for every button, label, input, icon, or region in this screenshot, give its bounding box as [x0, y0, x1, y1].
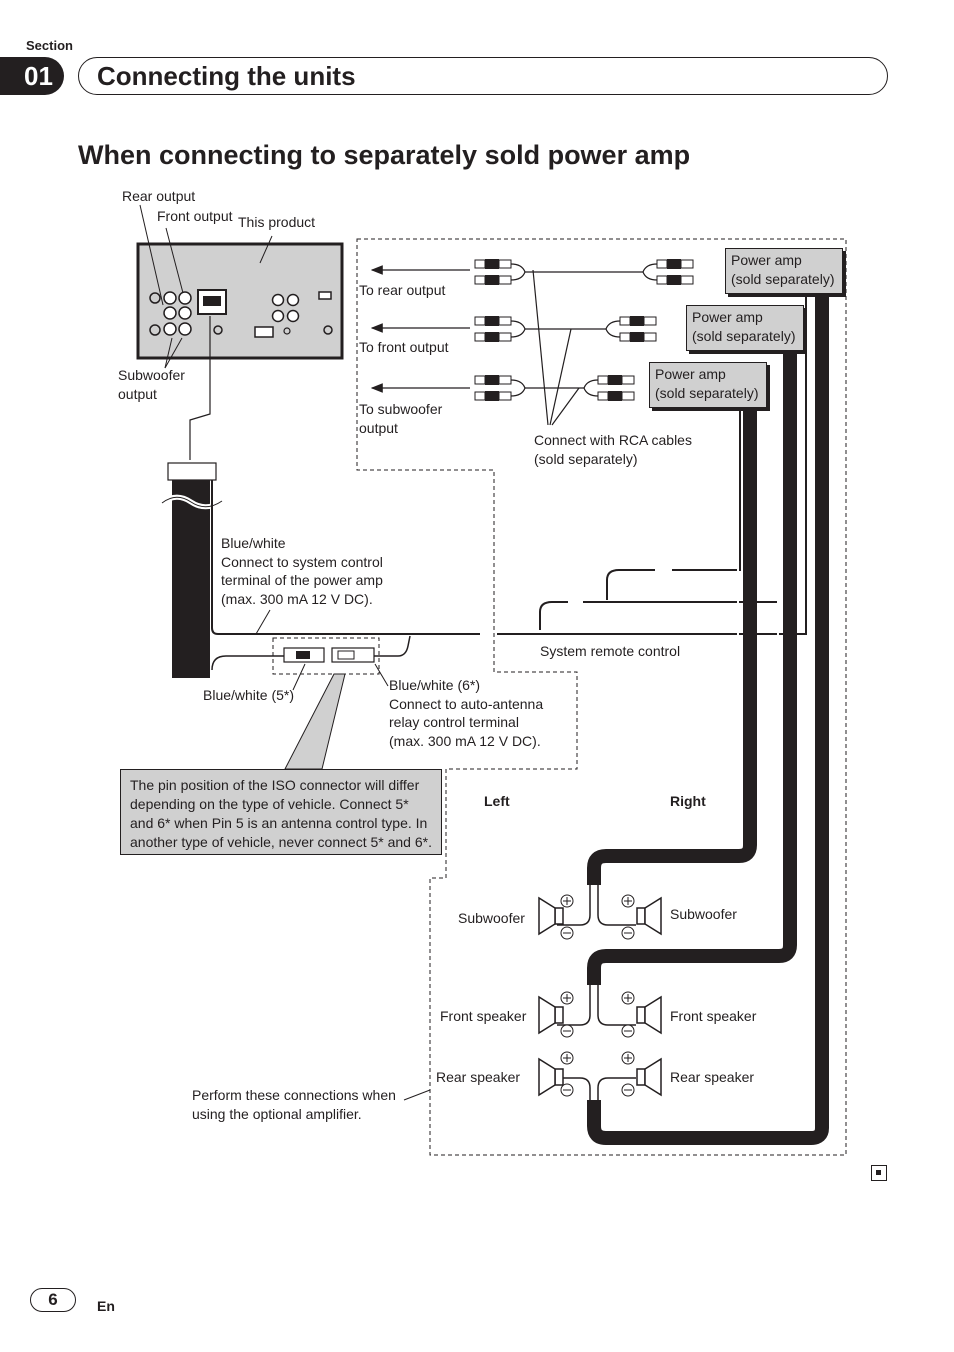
- power-amp-rear: Power amp(sold separately): [725, 248, 843, 294]
- page-title: When connecting to separately sold power…: [78, 140, 691, 170]
- power-amp-front: Power amp(sold separately): [686, 305, 804, 351]
- rear-output-label: Rear output: [122, 188, 196, 204]
- front-output-label: Front output: [157, 208, 233, 224]
- front-speaker-right-label: Front speaker: [670, 1008, 757, 1024]
- subwoofer-right-label: Subwoofer: [670, 906, 737, 922]
- rear-speaker-right-label: Rear speaker: [670, 1069, 755, 1085]
- subwoofer-left-label: Subwoofer: [458, 910, 525, 926]
- to-front-output-label: To front output: [359, 339, 449, 355]
- speaker-subwoofer-left: [538, 897, 564, 935]
- head-unit-rear-panel: [136, 242, 344, 360]
- power-amp-subwoofer: Power amp(sold separately): [649, 362, 767, 408]
- rear-speaker-left-label: Rear speaker: [436, 1069, 521, 1085]
- system-remote-control-label: System remote control: [540, 643, 681, 659]
- this-product-label: This product: [238, 214, 316, 230]
- rca-cables-label: Connect with RCA cables(sold separately): [534, 432, 692, 467]
- front-speaker-left-label: Front speaker: [440, 1008, 527, 1024]
- speaker-front-left: [538, 996, 564, 1034]
- rca-plugs-unit-side: [474, 258, 512, 402]
- blue-white-5-label: Blue/white (5*): [203, 687, 295, 703]
- auto-antenna-note: Blue/white (6*) Connect to auto-antenna …: [389, 677, 544, 749]
- speaker-subwoofer-right: [636, 897, 662, 935]
- section-title: Connecting the units: [78, 57, 888, 95]
- to-rear-output-label: To rear output: [359, 282, 446, 298]
- speaker-front-right: [636, 996, 662, 1034]
- speaker-rear-right: [636, 1058, 662, 1096]
- left-label: Left: [484, 793, 510, 809]
- end-of-section-icon: [871, 1165, 887, 1181]
- optional-region-border: [356, 238, 847, 1156]
- section-label: Section: [26, 38, 73, 53]
- system-control-note: Blue/white Connect to system control ter…: [221, 535, 383, 607]
- speaker-rear-left: [538, 1058, 564, 1096]
- language-label: En: [97, 1298, 115, 1314]
- page-number: 6: [30, 1288, 76, 1312]
- right-label: Right: [670, 793, 706, 809]
- section-number: 01: [0, 57, 64, 95]
- iso-pin-note: The pin position of the ISO connector wi…: [120, 769, 442, 855]
